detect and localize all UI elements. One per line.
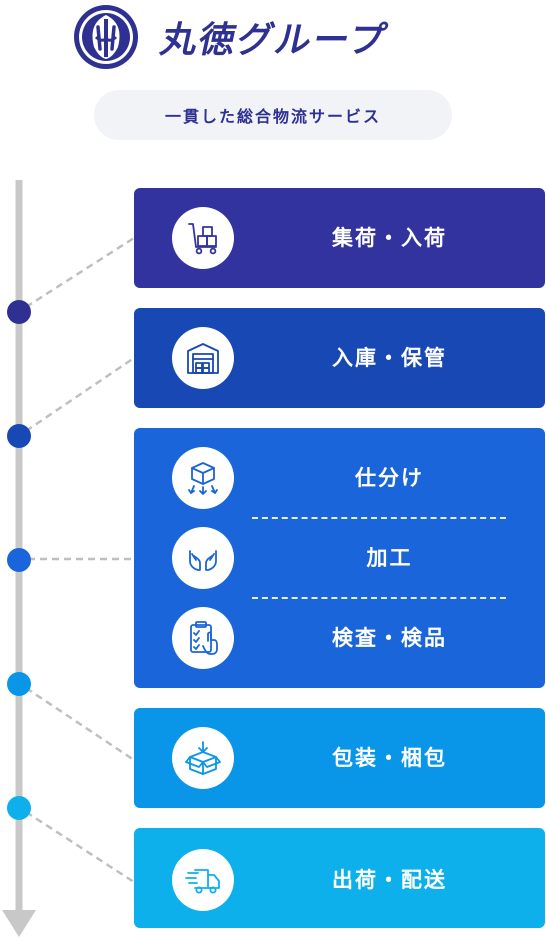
separator bbox=[252, 517, 506, 519]
timeline-dot bbox=[7, 300, 31, 324]
step-label: 検査・検品 bbox=[332, 626, 447, 650]
step-row: 出荷・配送 bbox=[134, 838, 545, 918]
step-row: 加工 bbox=[134, 518, 545, 598]
timeline-arrow-icon bbox=[2, 910, 36, 937]
connector-line bbox=[25, 356, 135, 433]
step-row: 包装・梱包 bbox=[134, 718, 545, 798]
step-label: 加工 bbox=[366, 546, 413, 570]
step-card-packing: 包装・梱包 bbox=[134, 708, 545, 808]
timeline-dot bbox=[7, 548, 31, 572]
box-packing-icon bbox=[172, 727, 234, 789]
warehouse-icon bbox=[172, 327, 234, 389]
hand-truck-boxes-icon bbox=[172, 207, 234, 269]
step-label: 集荷・入荷 bbox=[332, 226, 447, 250]
step-row: 入庫・保管 bbox=[134, 318, 545, 398]
brand-name: 丸徳グループ bbox=[156, 19, 392, 61]
step-card-shipping: 出荷・配送 bbox=[134, 828, 545, 928]
step-card-storage: 入庫・保管 bbox=[134, 308, 545, 408]
timeline-dot bbox=[7, 424, 31, 448]
step-label: 仕分け bbox=[355, 466, 424, 490]
box-sorting-arrows-icon bbox=[172, 447, 234, 509]
step-row: 検査・検品 bbox=[134, 598, 545, 678]
step-label: 入庫・保管 bbox=[332, 346, 447, 370]
step-label: 包装・梱包 bbox=[332, 746, 447, 770]
timeline-dot bbox=[7, 672, 31, 696]
connector-line bbox=[25, 810, 135, 884]
timeline-dot bbox=[7, 796, 31, 820]
step-card-receiving: 集荷・入荷 bbox=[134, 188, 545, 288]
hands-care-icon bbox=[172, 527, 234, 589]
connector-line bbox=[25, 686, 135, 762]
separator bbox=[252, 597, 506, 599]
logo: 丸徳グループ bbox=[72, 3, 392, 71]
step-label: 出荷・配送 bbox=[332, 868, 447, 892]
service-tagline: 一貫した総合物流サービス bbox=[94, 90, 452, 140]
connector-line bbox=[25, 236, 135, 309]
step-row: 集荷・入荷 bbox=[134, 198, 545, 278]
delivery-truck-icon bbox=[172, 849, 234, 911]
step-card-processing: 仕分け 加工 検査・検品 bbox=[134, 428, 545, 688]
clipboard-checklist-icon bbox=[172, 607, 234, 669]
maru-toku-emblem-icon bbox=[74, 5, 138, 69]
step-row: 仕分け bbox=[134, 438, 545, 518]
